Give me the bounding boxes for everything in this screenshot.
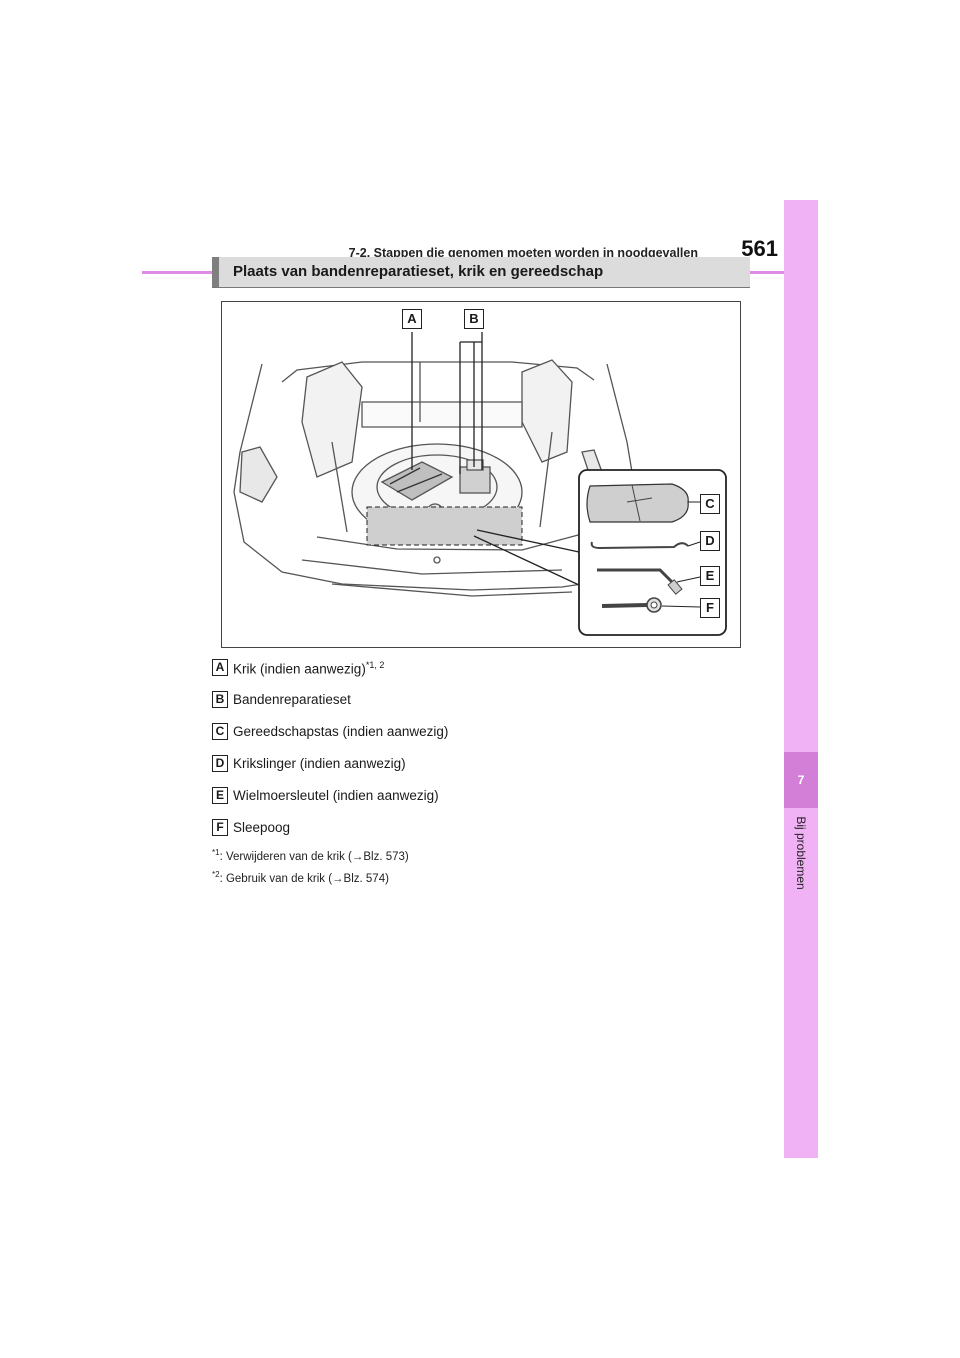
arrow-icon: → bbox=[332, 872, 344, 885]
arrow-icon: → bbox=[351, 850, 364, 863]
section-heading-text: Plaats van bandenreparatieset, krik en g… bbox=[233, 263, 604, 280]
section-heading: Plaats van bandenreparatieset, krik en g… bbox=[212, 257, 750, 287]
footnote-1: *1: Verwijderen van de krik (→Blz. 573) bbox=[212, 848, 409, 863]
legend-badge-c: C bbox=[212, 723, 228, 740]
page-number: 561 bbox=[741, 236, 778, 261]
chapter-label: Bij problemen bbox=[794, 816, 808, 890]
footnote-2: *2: Gebruik van de krik (→Blz. 574) bbox=[212, 870, 389, 885]
callout-f: F bbox=[700, 598, 720, 618]
callout-e: E bbox=[700, 566, 720, 586]
callout-a: A bbox=[402, 309, 422, 329]
callout-c: C bbox=[700, 494, 720, 514]
legend-badge-a: A bbox=[212, 659, 228, 676]
footnote-mark: *1 bbox=[212, 848, 220, 857]
legend-badge-b: B bbox=[212, 691, 228, 708]
legend-badge-e: E bbox=[212, 787, 228, 804]
section-title: 7-2. Stappen die genomen moeten worden i… bbox=[348, 246, 698, 260]
footnote-mark: *2 bbox=[212, 870, 220, 879]
legend-text-d: Krikslinger (indien aanwezig) bbox=[233, 756, 406, 771]
page-reference-link[interactable]: Blz. 573) bbox=[363, 850, 409, 863]
legend-text-a: Krik (indien aanwezig)*1, 2 bbox=[233, 660, 385, 677]
legend-badge-d: D bbox=[212, 755, 228, 772]
legend-badge-f: F bbox=[212, 819, 228, 836]
legend-text-c: Gereedschapstas (indien aanwezig) bbox=[233, 724, 449, 739]
trunk-illustration: A B C D E F bbox=[221, 301, 741, 648]
callout-b: B bbox=[464, 309, 484, 329]
legend-footnote-ref: *1, 2 bbox=[365, 660, 385, 670]
callout-d: D bbox=[700, 531, 720, 551]
page-reference-link[interactable]: Blz. 574) bbox=[343, 872, 389, 885]
legend-text-f: Sleepoog bbox=[233, 820, 291, 835]
section-rule bbox=[212, 287, 750, 288]
trunk-drawing bbox=[233, 332, 727, 636]
legend-text-e: Wielmoersleutel (indien aanwezig) bbox=[233, 788, 439, 803]
chapter-number: 7 bbox=[784, 752, 818, 808]
legend-text-b: Bandenreparatieset bbox=[233, 692, 351, 707]
chapter-side-tab bbox=[784, 200, 818, 1158]
